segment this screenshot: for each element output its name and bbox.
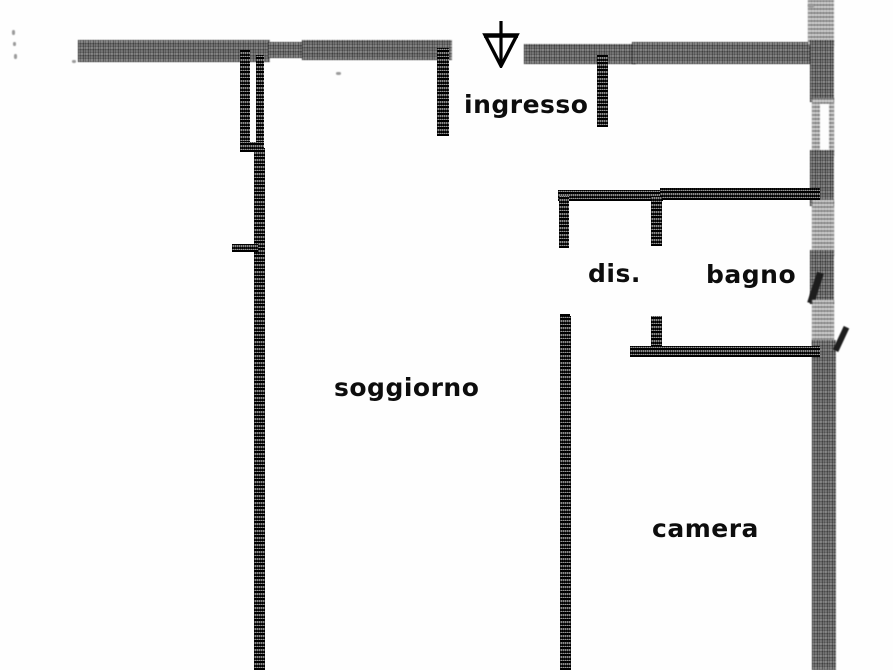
wall-stub-soggiorno-west (232, 244, 258, 252)
wall-ingresso-east (597, 55, 608, 127)
wall-right-exterior-c (812, 200, 834, 256)
scan-fleck (72, 60, 76, 63)
wall-right-exterior-b (810, 150, 834, 206)
wall-pilaster-left-inner (240, 50, 250, 150)
wall-bagno-south (630, 346, 820, 357)
wall-dis-bagno-divider-lower (651, 316, 662, 354)
wall-top-exterior-left (78, 40, 270, 62)
scan-fleck (14, 54, 17, 59)
wall-dis-bagno-divider-upper (651, 196, 662, 246)
scan-fleck (336, 72, 341, 75)
wall-dis-north (558, 190, 663, 201)
room-label-camera: camera (652, 514, 759, 543)
wall-top-exterior-right-a (524, 44, 636, 64)
door-leaf-right-lower (832, 325, 850, 353)
wall-camera-west (560, 316, 571, 670)
wall-right-exterior-camera (812, 340, 836, 670)
scan-fleck (808, 4, 814, 8)
room-label-ingresso: ingresso (464, 90, 589, 119)
wall-pilaster-left-cap (240, 142, 264, 152)
wall-top-exterior-right-b (632, 42, 822, 64)
wall-soggiorno-east (254, 148, 265, 670)
wall-pilaster-left-outer (256, 55, 264, 150)
entrance-arrow-icon (481, 20, 521, 70)
wall-bagno-north (660, 188, 820, 200)
room-label-bagno: bagno (706, 260, 797, 289)
wall-right-exterior-e (812, 300, 834, 348)
wall-dis-west (559, 196, 569, 248)
wall-right-exterior-a (810, 40, 834, 102)
wall-ingresso-west (437, 48, 449, 136)
room-label-soggiorno: soggiorno (334, 373, 480, 402)
scan-fleck (13, 42, 16, 46)
scan-fleck (12, 30, 15, 35)
room-label-dis: dis. (588, 259, 641, 288)
window-opening-right-a (820, 104, 829, 152)
wall-top-exterior-mid (302, 40, 452, 60)
wall-top-exterior-left-joint (268, 42, 304, 58)
